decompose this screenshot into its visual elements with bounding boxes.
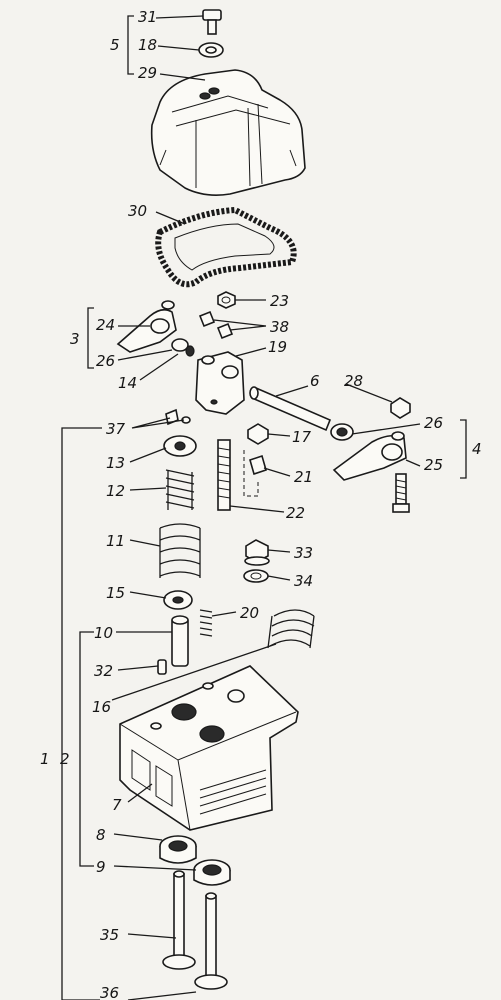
part-29-valve-cover — [150, 69, 306, 196]
callout-30: 30 — [128, 202, 147, 220]
part-9-seat-ring — [193, 859, 231, 886]
callout-36: 36 — [100, 984, 119, 1000]
part-25-rocker-arm — [332, 431, 407, 481]
callout-29: 29 — [138, 64, 157, 82]
part-31-bolt — [202, 9, 222, 35]
part-32-dowel — [157, 659, 167, 675]
part-34-washer — [243, 569, 269, 583]
part-21-nut — [243, 450, 267, 497]
part-12-inner-spring — [165, 469, 195, 510]
group-bracket-3 — [87, 307, 94, 369]
part-20-spring — [199, 609, 213, 637]
callout-12: 12 — [106, 482, 125, 500]
group-bracket-1 — [61, 427, 102, 1000]
callout-26a: 26 — [96, 352, 115, 370]
group-bracket-4 — [460, 419, 467, 479]
part-7-cylinder-head — [119, 665, 299, 831]
callout-17: 17 — [292, 428, 312, 446]
part-19-rocker-bracket — [195, 351, 245, 415]
part-35-valve — [162, 870, 196, 970]
part-10-valve-guide — [171, 615, 189, 667]
callout-19: 19 — [268, 338, 287, 356]
callout-32: 32 — [94, 662, 113, 680]
callout-1: 1 — [40, 750, 50, 768]
part-18-washer — [198, 42, 224, 58]
part-23-nut — [217, 291, 236, 309]
callout-34: 34 — [294, 572, 313, 590]
callout-35: 35 — [100, 926, 119, 944]
part-38-cotters — [198, 310, 234, 340]
callout-18: 18 — [138, 36, 157, 54]
callout-3: 3 — [70, 330, 80, 348]
callout-20: 20 — [240, 604, 259, 622]
part-28-nut — [390, 397, 411, 419]
callout-5: 5 — [110, 36, 120, 54]
part-6-rocker-shaft — [249, 386, 332, 432]
callout-8: 8 — [96, 826, 106, 844]
part-26-bushing-right — [330, 423, 354, 441]
callout-6: 6 — [310, 372, 320, 390]
callout-13: 13 — [106, 454, 125, 472]
callout-22: 22 — [286, 504, 305, 522]
callout-14: 14 — [118, 374, 137, 392]
part-16-sleeve — [267, 609, 315, 649]
group-bracket-2 — [79, 631, 94, 867]
group-bracket-5 — [127, 15, 134, 75]
callout-33: 33 — [294, 544, 313, 562]
part-33-flange-nut — [244, 539, 270, 566]
callout-9: 9 — [96, 858, 106, 876]
part-36-valve — [194, 892, 228, 990]
callout-31: 31 — [138, 8, 157, 26]
callout-11: 11 — [106, 532, 125, 550]
part-13-spring-retainer — [163, 435, 197, 457]
part-11-outer-spring — [159, 523, 201, 578]
adjusting-screw — [392, 473, 410, 513]
part-17-nut — [247, 423, 269, 445]
callout-15: 15 — [106, 584, 125, 602]
callout-4: 4 — [472, 440, 482, 458]
callout-25: 25 — [424, 456, 443, 474]
part-26-bushing-left — [171, 338, 195, 357]
callout-24: 24 — [96, 316, 115, 334]
callout-7: 7 — [112, 796, 122, 814]
callout-28: 28 — [344, 372, 363, 390]
part-24-rocker-arm — [116, 300, 177, 353]
callout-16: 16 — [92, 698, 111, 716]
callout-2: 2 — [60, 750, 70, 768]
callout-labels: 5 31 18 29 30 23 38 3 24 26 19 14 6 28 3… — [40, 8, 482, 1000]
part-30-gasket — [155, 206, 297, 288]
callout-37: 37 — [106, 420, 126, 438]
part-22-stud — [217, 439, 231, 511]
part-15-spring-seat — [163, 590, 193, 610]
callout-10: 10 — [94, 624, 113, 642]
part-8-seat-ring — [159, 835, 197, 864]
callout-21: 21 — [294, 468, 313, 486]
callout-26b: 26 — [424, 414, 443, 432]
callout-38: 38 — [270, 318, 289, 336]
callout-23: 23 — [270, 292, 289, 310]
leader-lines — [111, 15, 421, 1000]
